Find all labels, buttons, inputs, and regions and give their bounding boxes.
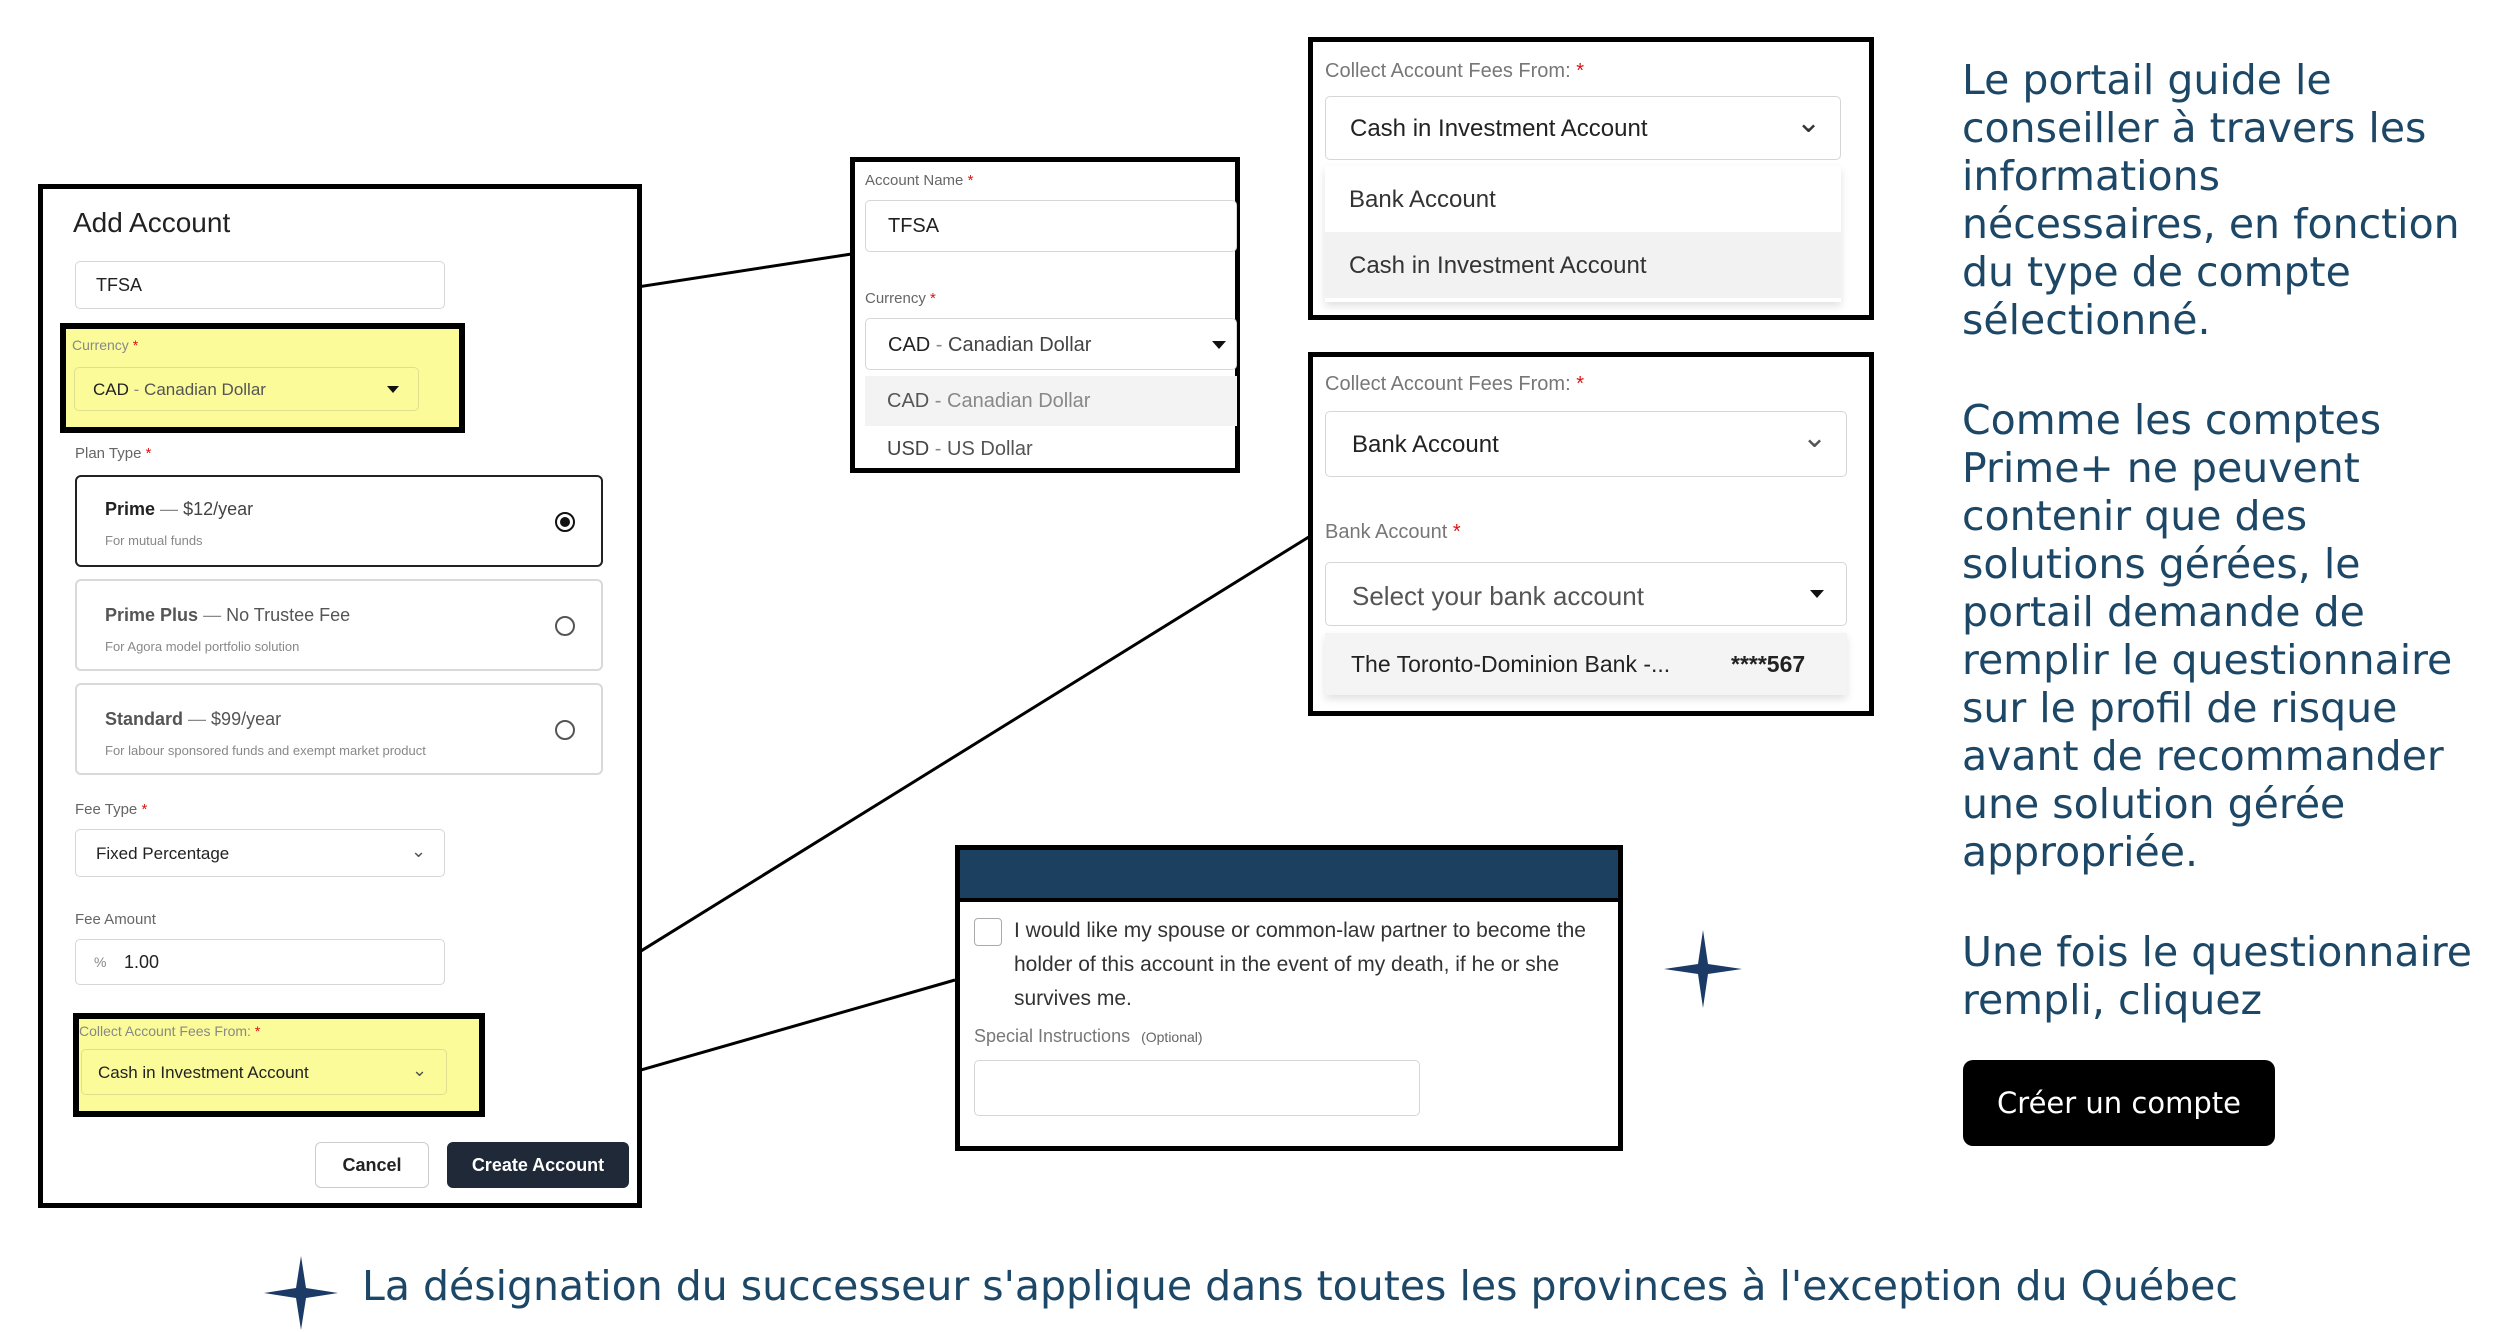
currency-highlight: Currency * CAD - Canadian Dollar (60, 323, 465, 433)
collect-fees-highlight: Collect Account Fees From: * Cash in Inv… (73, 1013, 485, 1117)
caret-down-icon (1212, 341, 1226, 349)
zoom-successor-panel: I would like my spouse or common-law par… (955, 845, 1623, 1151)
footnote: La désignation du successeur s'applique … (362, 1262, 2238, 1310)
option-usd-text: USD - US Dollar (887, 438, 1033, 460)
currency-select[interactable]: CAD - Canadian Dollar (74, 367, 419, 411)
plan-prime-plus-desc: For Agora model portfolio solution (105, 639, 300, 654)
collect-fees-label: Collect Account Fees From: * (79, 1023, 261, 1039)
fee-type-select[interactable]: Fixed Percentage ⌄ (75, 829, 445, 877)
plan-type-label: Plan Type * (75, 445, 152, 462)
zoom-currency-select[interactable]: CAD - Canadian Dollar (865, 318, 1237, 370)
zoom-account-name-label: Account Name * (865, 172, 974, 189)
plan-standard-heading: Standard — $99/year (105, 709, 282, 729)
add-account-form: Add Account TFSA Currency * CAD - Canadi… (38, 184, 642, 1208)
plan-option-prime-plus[interactable]: Prime Plus — No Trustee Fee For Agora mo… (75, 579, 603, 671)
radio-standard[interactable] (555, 720, 575, 740)
successor-checkbox-text: I would like my spouse or common-law par… (1014, 919, 1586, 1010)
plan-option-standard[interactable]: Standard — $99/year For labour sponsored… (75, 683, 603, 775)
side-paragraph-3: Une fois le questionnaire rempli, clique… (1962, 928, 2473, 1024)
form-title: Add Account (73, 207, 231, 238)
successor-checkbox[interactable] (974, 918, 1002, 946)
zoom-collect-select-1[interactable]: Cash in Investment Account ⌄ (1325, 96, 1841, 160)
side-paragraph-1: Le portail guide le conseiller à travers… (1962, 56, 2460, 344)
account-name-value: TFSA (96, 275, 143, 295)
zoom-collect-menu-1: Bank Account Cash in Investment Account (1325, 166, 1841, 302)
sparkle-icon (264, 1256, 338, 1330)
fee-type-value: Fixed Percentage (96, 844, 230, 863)
fee-amount-value: 1.00 (124, 952, 160, 972)
zoom-collect-select-2[interactable]: Bank Account ⌄ (1325, 411, 1847, 477)
fee-amount-label: Fee Amount (75, 911, 156, 928)
special-instructions-input[interactable] (974, 1060, 1420, 1116)
zoom-bank-label: Bank Account * (1325, 521, 1461, 543)
zoom-currency-panel: Account Name * TFSA Currency * CAD - Can… (850, 157, 1240, 473)
chevron-down-icon: ⌄ (1802, 421, 1828, 454)
account-name-input[interactable]: TFSA (75, 261, 445, 309)
zoom-currency-option-cad[interactable]: CAD - Canadian Dollar (865, 376, 1237, 426)
zoom-bank-option-number: ****567 (1731, 651, 1806, 677)
collect-fees-select[interactable]: Cash in Investment Account ⌄ (81, 1049, 447, 1095)
zoom-collect-label-2: Collect Account Fees From: * (1325, 373, 1585, 395)
chevron-down-icon: ⌄ (411, 841, 427, 861)
side-paragraph-2: Comme les comptes Prime+ ne peuvent cont… (1962, 396, 2453, 876)
zoom-collect-option-cash[interactable]: Cash in Investment Account (1325, 232, 1841, 298)
zoom-collect-option-bank[interactable]: Bank Account (1325, 166, 1841, 232)
special-instructions-label: Special Instructions (Optional) (974, 1026, 1203, 1046)
create-account-button[interactable]: Create Account (447, 1142, 629, 1188)
zoom-bank-option-name: The Toronto-Dominion Bank -... (1351, 651, 1671, 677)
zoom-collect-label-1: Collect Account Fees From: * (1325, 60, 1585, 82)
zoom-bank-option[interactable]: The Toronto-Dominion Bank -... ****567 (1325, 633, 1847, 695)
chevron-down-icon: ⌄ (1796, 106, 1822, 139)
plan-prime-plus-heading: Prime Plus — No Trustee Fee (105, 605, 351, 625)
zoom-account-name-input[interactable]: TFSA (865, 200, 1237, 252)
zoom-bank-placeholder: Select your bank account (1352, 581, 1644, 611)
radio-prime-plus[interactable] (555, 616, 575, 636)
radio-prime[interactable] (555, 512, 575, 532)
plan-standard-desc: For labour sponsored funds and exempt ma… (105, 743, 426, 758)
zoom-collect-value-2: Bank Account (1352, 431, 1499, 458)
panel-header-bar (960, 850, 1618, 902)
fee-type-label: Fee Type * (75, 801, 148, 818)
plan-prime-desc: For mutual funds (105, 533, 203, 548)
cancel-button[interactable]: Cancel (315, 1142, 429, 1188)
option-bank-text: Bank Account (1349, 186, 1496, 213)
sparkle-icon (1664, 930, 1742, 1008)
zoom-currency-label: Currency * (865, 290, 936, 307)
zoom-currency-selected: CAD - Canadian Dollar (888, 334, 1092, 356)
zoom-collect-panel-2: Collect Account Fees From: * Bank Accoun… (1308, 352, 1874, 716)
currency-value: CAD - Canadian Dollar (93, 380, 266, 399)
zoom-bank-select[interactable]: Select your bank account (1325, 562, 1847, 626)
zoom-currency-option-usd[interactable]: USD - US Dollar (865, 426, 1237, 468)
caret-down-icon (387, 386, 399, 393)
plan-option-prime[interactable]: Prime — $12/year For mutual funds (75, 475, 603, 567)
option-cad-text: CAD - Canadian Dollar (887, 390, 1091, 412)
zoom-account-name-value: TFSA (888, 215, 940, 237)
zoom-collect-panel-1: Collect Account Fees From: * Cash in Inv… (1308, 37, 1874, 320)
plan-prime-heading: Prime — $12/year (105, 499, 254, 519)
percent-prefix: % (94, 954, 107, 970)
option-cash-text: Cash in Investment Account (1349, 252, 1647, 279)
caret-down-icon (1810, 590, 1824, 598)
currency-label: Currency * (72, 337, 139, 353)
create-account-fr-button[interactable]: Créer un compte (1963, 1060, 2275, 1146)
chevron-down-icon: ⌄ (412, 1060, 428, 1080)
fee-amount-input[interactable]: % 1.00 (75, 939, 445, 985)
zoom-collect-value-1: Cash in Investment Account (1350, 115, 1648, 142)
collect-fees-value: Cash in Investment Account (98, 1063, 309, 1082)
